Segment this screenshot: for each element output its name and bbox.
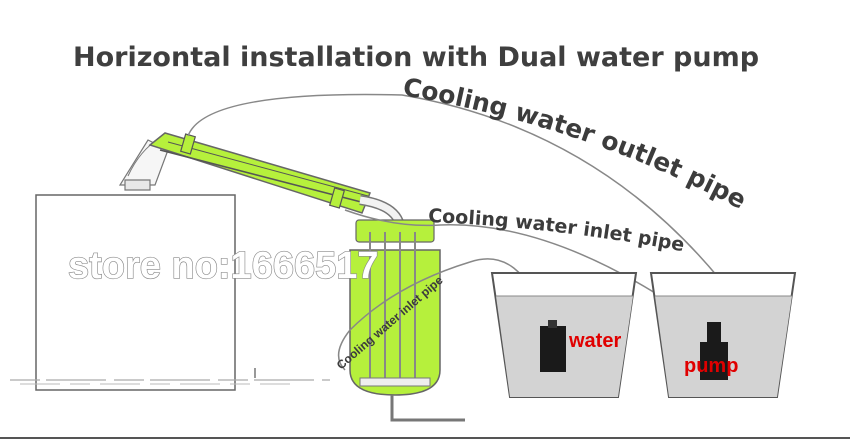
inlet-pipe-label: Cooling water inlet pipe: [428, 205, 686, 256]
right-pump: [700, 322, 728, 380]
pump-label: pump: [684, 355, 738, 377]
diagram-title: Horizontal installation with Dual water …: [73, 42, 759, 73]
left-pump: [540, 320, 566, 372]
outlet-pipe-label: Cooling water outlet pipe: [401, 72, 751, 214]
water-label: water: [568, 330, 621, 352]
store-watermark: store no:1666517: [68, 245, 379, 287]
small-inlet-pipe: [337, 258, 546, 371]
green-tank: [349, 219, 465, 422]
outlet-pipe: [187, 93, 741, 306]
inlet-pipe: [344, 209, 711, 331]
boiler-tank: [10, 194, 330, 391]
condenser: [148, 132, 405, 227]
